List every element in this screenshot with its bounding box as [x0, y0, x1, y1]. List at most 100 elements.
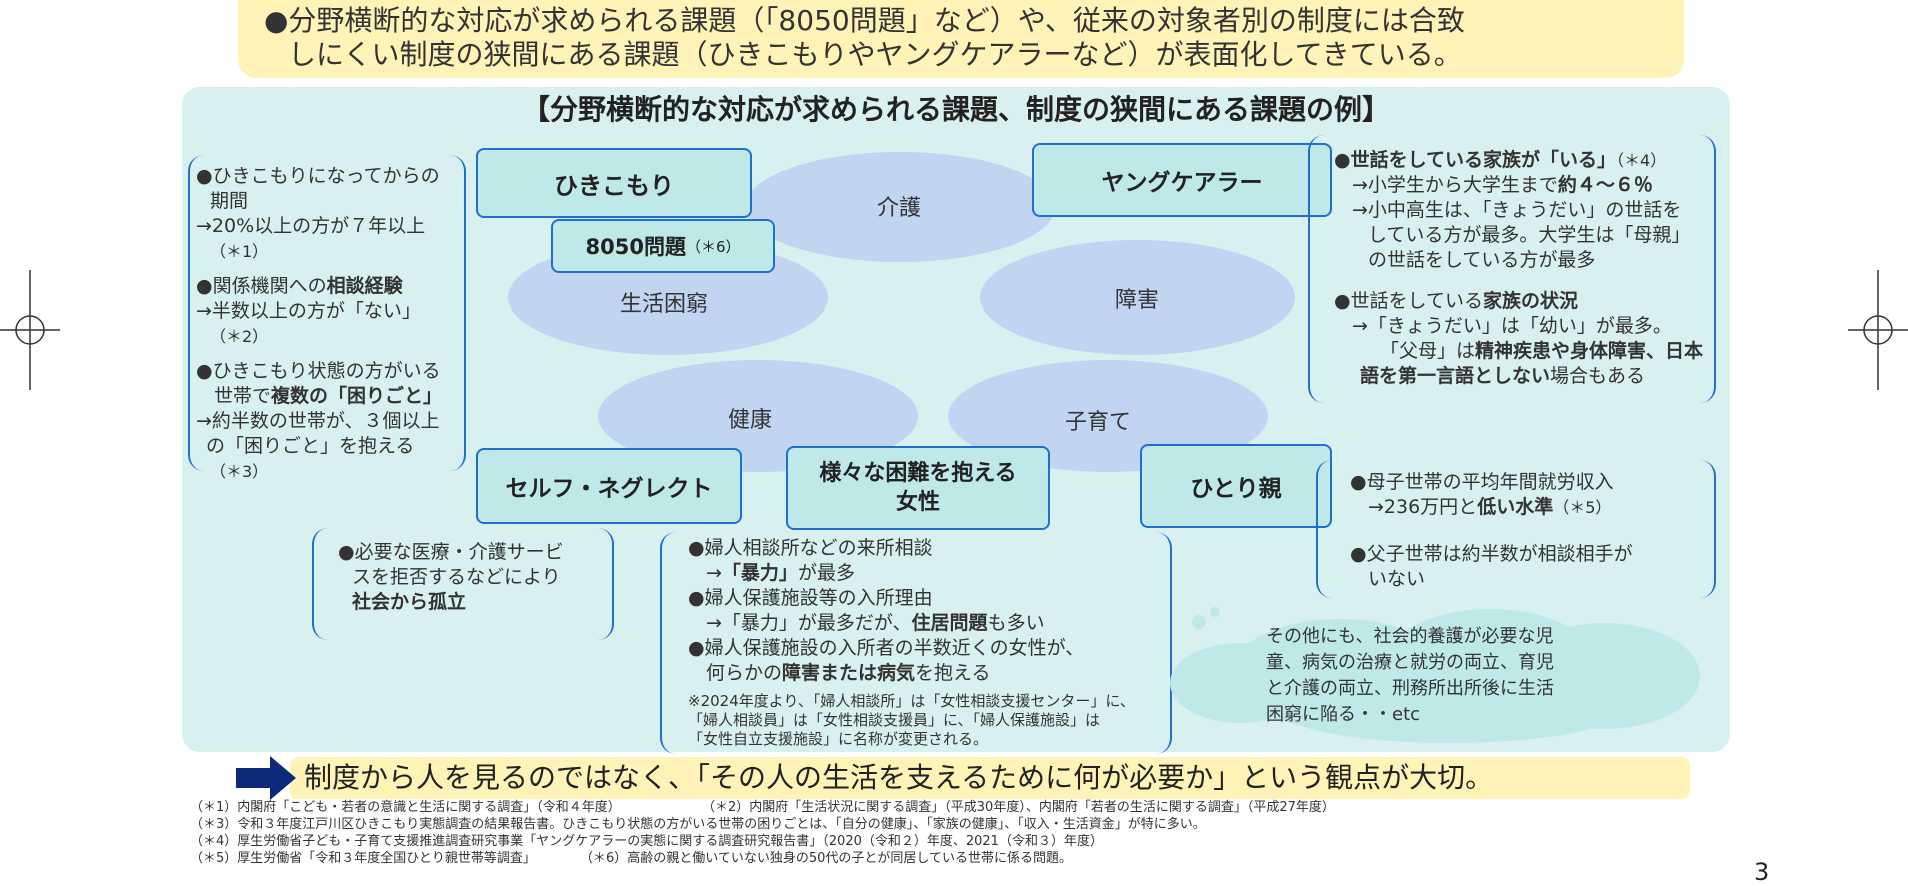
cloud-l1: その他にも、社会的養護が必要な児 — [1266, 626, 1554, 647]
neglect-l1: ●必要な医療・介護サービ — [338, 541, 564, 563]
box-young-carer-label: ヤングケアラー — [1101, 170, 1263, 196]
self-neglect-block: ●必要な医療・介護サービ スを拒否するなどにより 社会から孤立 — [338, 540, 564, 615]
left-c5: （＊3） — [210, 462, 269, 481]
box-young-carer: ヤングケアラー — [1032, 143, 1332, 217]
box-self-neglect: セルフ・ネグレクト — [476, 448, 742, 524]
women-a2-bold: 「暴力」 — [721, 562, 798, 584]
panel-title: 【分野横断的な対応が求められる課題、制度の狭間にある課題の例】 — [521, 93, 1390, 126]
right-a2-row: →小学生から大学生まで約４～６％ — [1334, 173, 1703, 198]
women-note-l1: ※2024年度より、「婦人相談所」は「女性相談支援センター」に、 — [688, 692, 1135, 710]
right-a1-note: （＊4） — [1616, 151, 1667, 170]
crop-mark-left-icon — [0, 270, 60, 390]
box-single-parent: ひとり親 — [1140, 444, 1332, 528]
women-note: ※2024年度より、「婦人相談所」は「女性相談支援センター」に、 「婦人相談員」… — [688, 692, 1135, 749]
single-a1: ●母子世帯の平均年間就労収入 — [1350, 471, 1614, 493]
left-a2: 期間 — [210, 190, 249, 212]
left-c2: 世帯で — [214, 385, 272, 407]
women-b2-row: →「暴力」が最多だが、住居問題も多い — [688, 611, 1135, 636]
right-b3-bold: 精神疾患や身体障害、日本 — [1475, 340, 1704, 362]
cloud-l3: と介護の両立、刑務所出所後に生活 — [1266, 678, 1554, 699]
box-hikikomori-label: ひきこもり — [554, 171, 674, 200]
single-b1: ●父子世帯は約半数が相談相手が — [1350, 543, 1633, 565]
left-b1: ●関係機関への — [196, 275, 327, 297]
box-women-label-line1: 様々な困難を抱える — [819, 461, 1017, 486]
right-b1-row: ●世話をしている家族の状況 — [1334, 289, 1703, 314]
right-a4: している方が最多。大学生は「母親」 — [1368, 224, 1691, 246]
left-bracket — [188, 155, 466, 471]
left-a3: →20%以上の方が７年以上 — [196, 215, 426, 237]
women-c2: 何らかの — [706, 662, 783, 684]
women-note-l3: 「女性自立支援施設」に名称が変更される。 — [688, 730, 989, 748]
single-a2-bold: 低い水準 — [1477, 496, 1554, 518]
neglect-l2: スを拒否するなどにより — [352, 566, 561, 588]
bottom-banner — [290, 757, 1690, 799]
women-a1: ●婦人相談所などの来所相談 — [688, 537, 933, 559]
right-b2: →「きょうだい」は「幼い」が最多。 — [1352, 315, 1672, 337]
right-b4-row: 語を第一言語としない場合もある — [1334, 364, 1703, 389]
women-c2-bold: 障害または病気 — [782, 662, 916, 684]
label-kosodate: 子育て — [1065, 410, 1132, 435]
box-self-neglect-label: セルフ・ネグレクト — [505, 476, 713, 502]
single-parent-block: ●母子世帯の平均年間就労収入 →236万円と低い水準（＊5） ●父子世帯は約半数… — [1350, 470, 1633, 592]
label-kaigo: 介護 — [877, 196, 922, 221]
left-c3: →約半数の世帯が、３個以上 — [196, 410, 440, 432]
women-b1: ●婦人保護施設等の入所理由 — [688, 587, 933, 609]
left-a1: ●ひきこもりになってからの — [196, 165, 440, 187]
left-c4: の「困りごと」を抱える — [206, 435, 415, 457]
box-women-label-line2: 女性 — [895, 490, 940, 515]
right-a5: の世話をしている方が最多 — [1368, 249, 1596, 271]
women-note-l2: 「婦人相談員」は「女性相談支援員」に、「婦人保護施設」は — [688, 711, 1101, 729]
arrow-right-icon — [236, 756, 296, 800]
right-b1: ●世話をしている — [1334, 290, 1484, 312]
right-b3: 「父母」は — [1380, 340, 1476, 362]
left-b2: →半数以上の方が「ない」 — [196, 300, 421, 322]
right-a1-row: ●世話をしている家族が「いる」（＊4） — [1334, 148, 1703, 173]
footnote-2: （＊2）内閣府「生活状況に関する調査」（平成30年度）、内閣府「若者の生活に関す… — [702, 800, 1335, 815]
right-b4: 場合もある — [1550, 365, 1646, 387]
women-c1: ●婦人保護施設の入所者の半数近くの女性が、 — [688, 637, 1085, 659]
single-a2: →236万円と — [1368, 496, 1478, 518]
box-women: 様々な困難を抱える 女性 — [786, 446, 1050, 530]
women-a2-row: →「暴力」が最多 — [688, 561, 1135, 586]
box-hikikomori: ひきこもり — [476, 148, 752, 218]
right-bracket — [1308, 135, 1716, 403]
right-a3: →小中高生は、「きょうだい」の世話を — [1352, 199, 1682, 221]
self-neglect-bracket — [312, 528, 614, 640]
ellipse-kaigo — [745, 152, 1055, 262]
neglect-l3-bold: 社会から孤立 — [352, 591, 467, 613]
left-block: ●ひきこもりになってからの 期間 →20%以上の方が７年以上 （＊1） ●関係機… — [196, 164, 442, 484]
women-bracket — [660, 532, 1172, 754]
women-a2-tail: が最多 — [797, 562, 855, 584]
left-c2-row: 世帯で複数の「困りごと」 — [196, 384, 442, 409]
top-banner-line1: ●分野横断的な対応が求められる課題（「8050問題」など）や、従来の対象者別の制… — [264, 4, 1465, 37]
left-b1-bold: 相談経験 — [326, 275, 403, 297]
crop-mark-right-icon — [1848, 270, 1908, 390]
top-banner-line2: しにくい制度の狭間にある課題（ひきこもりやヤングケアラーなど）が表面化してきてい… — [288, 38, 1462, 71]
ellipse-shogai — [980, 240, 1295, 355]
label-kenko: 健康 — [728, 408, 773, 433]
label-shogai: 障害 — [1115, 288, 1160, 313]
single-b2: いない — [1368, 568, 1426, 590]
cloud-shape — [1170, 605, 1730, 745]
single-parent-bracket — [1316, 460, 1716, 598]
women-block: ●婦人相談所などの来所相談 →「暴力」が最多 ●婦人保護施設等の入所理由 →「暴… — [688, 536, 1135, 749]
women-b2-bold: 住居問題 — [911, 612, 988, 634]
footnote-3: （＊3）令和３年度江戸川区ひきこもり実態調査の結果報告書。ひきこもり状態の方がい… — [190, 817, 1206, 832]
cloud-l4: 困窮に陥る・・etc — [1266, 704, 1421, 725]
box-8050: 8050問題（＊6） — [551, 219, 775, 273]
footnote-5: （＊5）厚生労働省「令和３年度全国ひとり親世帯等調査」 — [190, 851, 536, 866]
left-b1-row: ●関係機関への相談経験 — [196, 274, 442, 299]
cloud-l2: 童、病気の治療と就労の両立、育児 — [1266, 652, 1554, 673]
footnote-6: （＊6）高齢の親と働いていない独身の50代の子とが同居している世帯に係る問題。 — [580, 851, 1073, 866]
right-b1-bold: 家族の状況 — [1483, 290, 1579, 312]
right-b3-row: 「父母」は精神疾患や身体障害、日本 — [1334, 339, 1703, 364]
box-8050-note: （＊6） — [685, 237, 741, 256]
label-seikatsu: 生活困窮 — [620, 292, 709, 317]
left-b3: （＊2） — [210, 327, 269, 346]
right-b4-bold: 語を第一言語としない — [1360, 365, 1551, 387]
left-c1: ●ひきこもり状態の方がいる — [196, 360, 441, 382]
women-a2: → — [706, 562, 722, 584]
footnote-1: （＊1）内閣府「こども・若者の意識と生活に関する調査」（令和４年度） — [190, 800, 621, 815]
box-8050-label: 8050問題 — [585, 235, 686, 259]
right-a2-bold: 約４～６％ — [1557, 174, 1653, 196]
